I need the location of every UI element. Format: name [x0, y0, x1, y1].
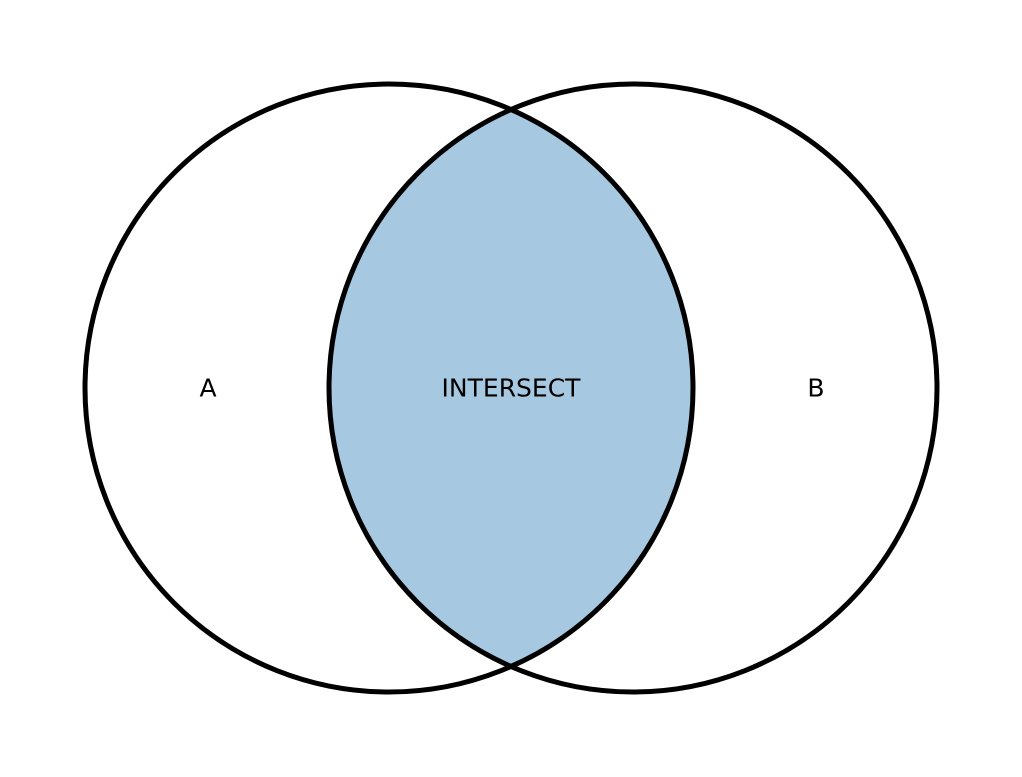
intersection-label: INTERSECT — [442, 374, 582, 403]
set-b-label: B — [807, 374, 824, 403]
intersection-region — [329, 84, 693, 692]
set-a-circle — [82, 81, 696, 695]
set-a-label: A — [199, 374, 216, 403]
set-b-circle — [326, 81, 940, 695]
